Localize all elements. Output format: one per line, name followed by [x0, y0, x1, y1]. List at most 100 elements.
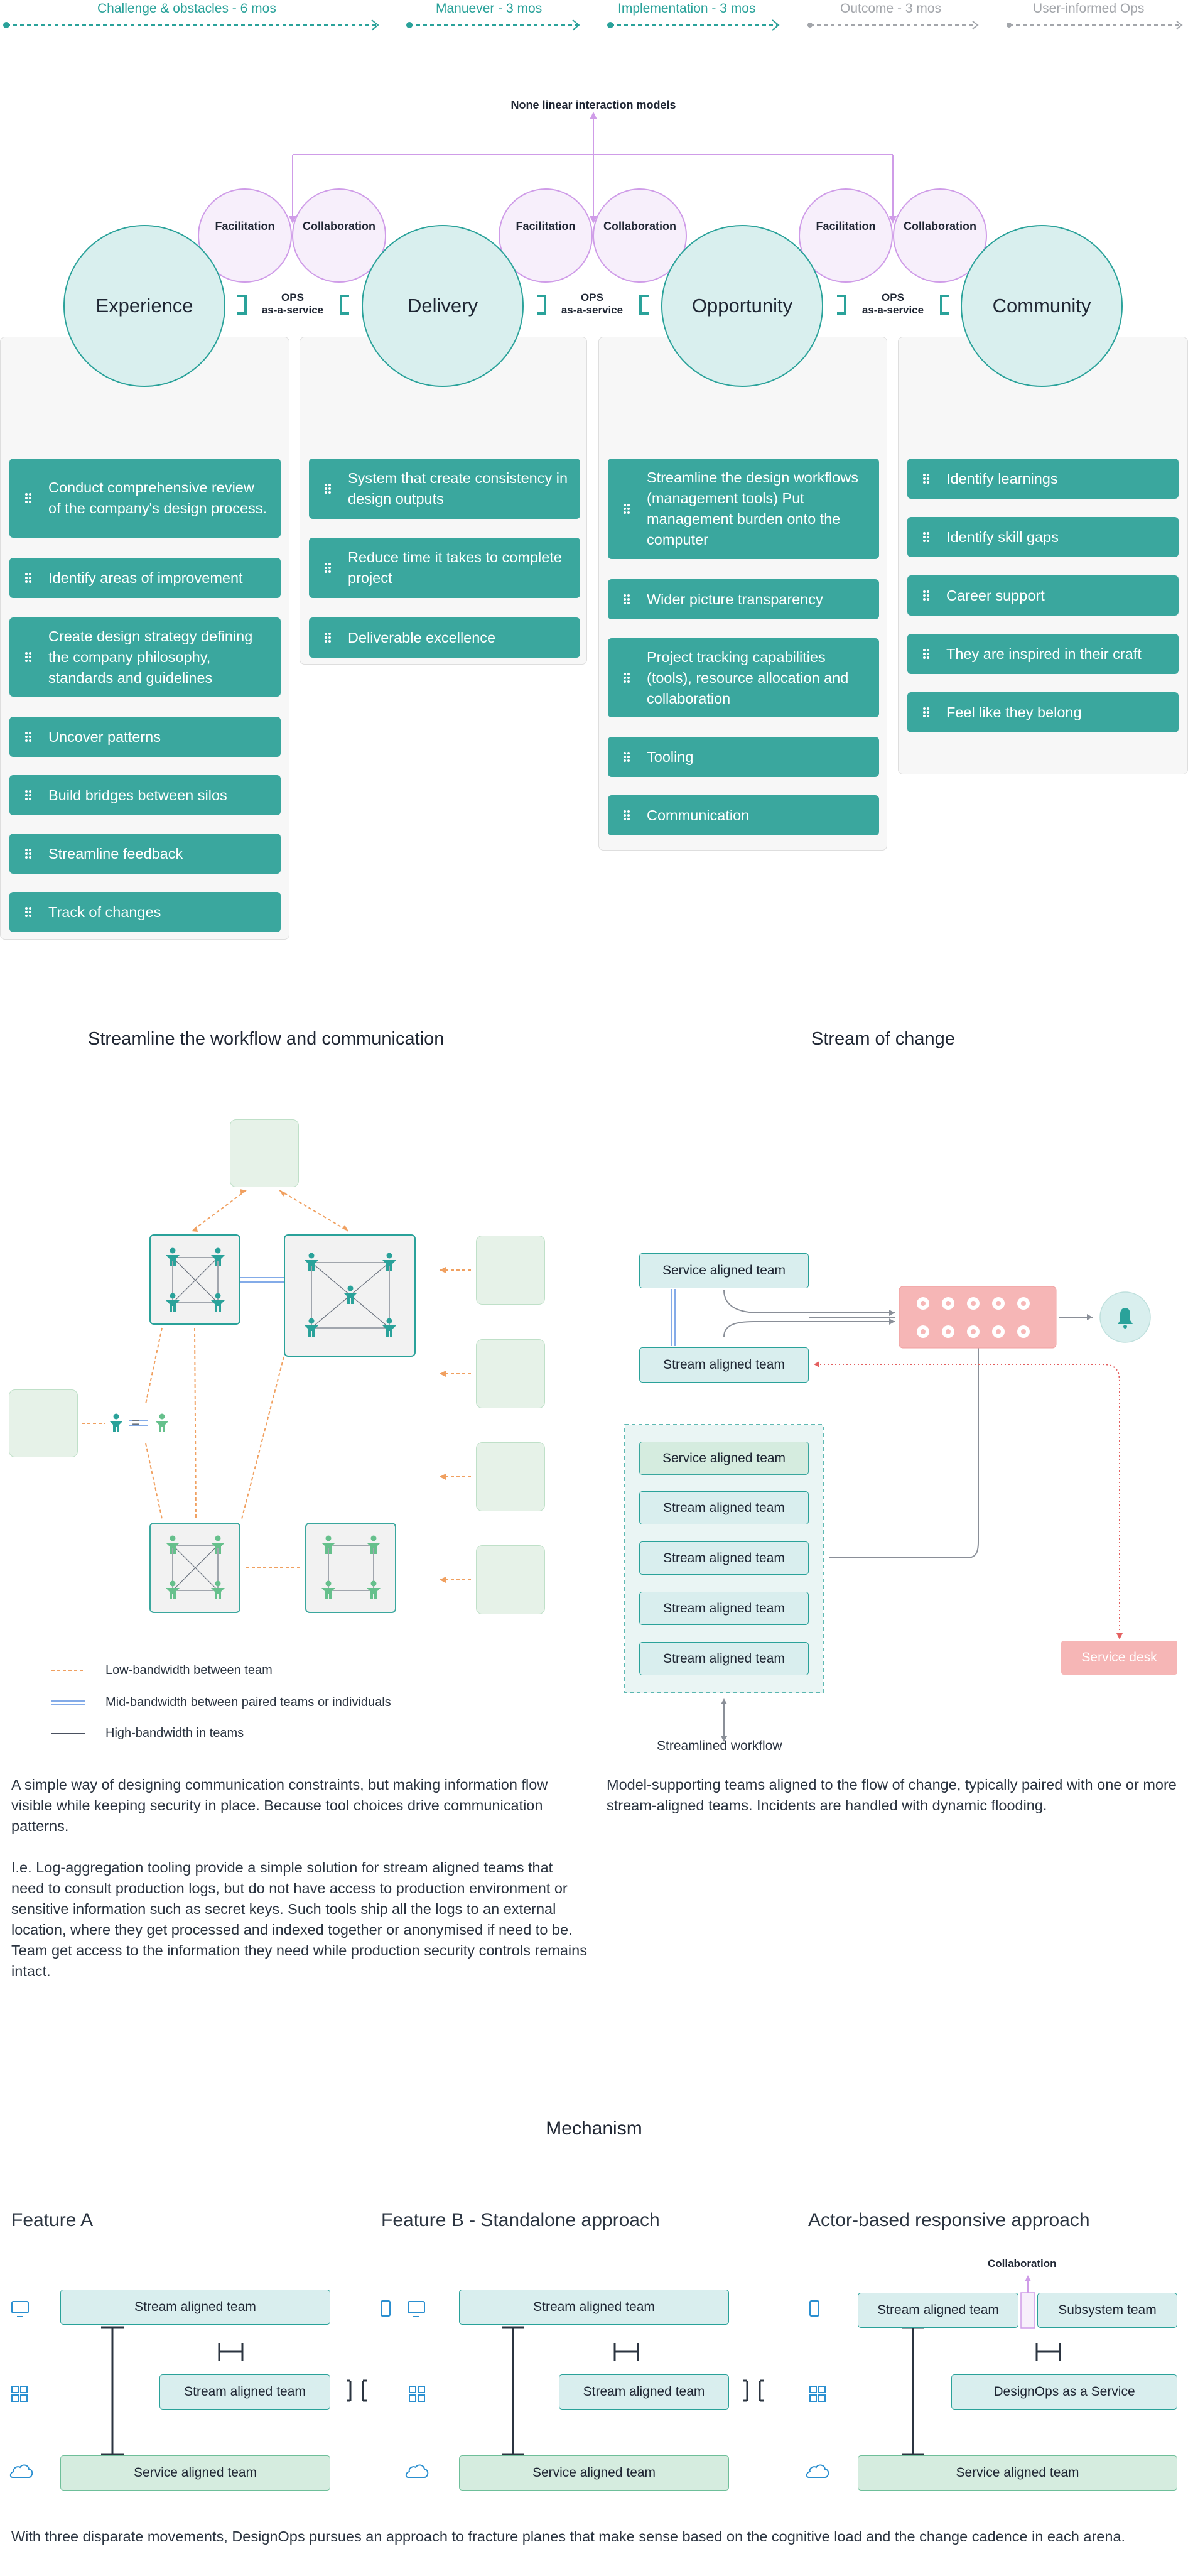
external-box-2 — [476, 1339, 545, 1408]
drag-handle-icon[interactable] — [623, 751, 630, 763]
timeline-arrows — [3, 19, 1183, 31]
service-desk-box: Service desk — [1061, 1641, 1177, 1675]
pillar-delivery: Delivery — [362, 225, 524, 387]
actor-top-team: Stream aligned team — [858, 2293, 1018, 2328]
drag-handle-icon[interactable] — [623, 810, 630, 821]
opportunity-card-1[interactable]: Streamline the design workflows (managem… — [608, 459, 879, 559]
collaboration-ring-1: Collaboration — [292, 188, 386, 283]
opportunity-card-3[interactable]: Project tracking capabilities (tools), r… — [608, 638, 879, 717]
drag-handle-icon[interactable] — [922, 531, 930, 543]
drag-handle-icon[interactable] — [24, 906, 32, 918]
stream-description: Model-supporting teams aligned to the fl… — [607, 1776, 1177, 1813]
timeline-phase-1: Challenge & obstacles - 6 mos — [97, 1, 276, 16]
actor-designops-service: DesignOps as a Service — [951, 2374, 1177, 2410]
ops-bracket-right-1 — [237, 295, 247, 315]
experience-card-4[interactable]: Uncover patterns — [9, 717, 281, 757]
mechanism-footer: With three disparate movements, DesignOp… — [11, 2528, 1126, 2545]
pillar-community: Community — [961, 225, 1123, 387]
collaboration-label: Collaboration — [988, 2258, 1057, 2269]
delivery-card-1[interactable]: System that create consistency in design… — [309, 459, 580, 519]
delivery-card-3[interactable]: Deliverable excellence — [309, 617, 580, 658]
timeline-phase-4: Outcome - 3 mos — [840, 1, 942, 16]
drag-handle-icon[interactable] — [922, 707, 930, 718]
feature-a-top-team: Stream aligned team — [60, 2290, 330, 2325]
feature-a-middle-team: Stream aligned team — [159, 2374, 330, 2410]
drag-handle-icon[interactable] — [922, 473, 930, 484]
drag-handle-icon[interactable] — [24, 651, 32, 663]
experience-card-5[interactable]: Build bridges between silos — [9, 775, 281, 815]
drag-handle-icon[interactable] — [24, 492, 32, 504]
legend-low-bandwidth: Low-bandwidth between team — [105, 1663, 273, 1677]
drag-handle-icon[interactable] — [623, 672, 630, 683]
workflow-description: A simple way of designing communication … — [11, 1776, 587, 1979]
timeline-phase-5: User-informed Ops — [1033, 1, 1145, 16]
drag-handle-icon[interactable] — [922, 590, 930, 601]
mechanism-title: Mechanism — [546, 2118, 642, 2139]
delivery-card-2[interactable]: Reduce time it takes to complete project — [309, 538, 580, 598]
actor-approach-title: Actor-based responsive approach — [808, 2210, 1090, 2231]
community-card-3[interactable]: Career support — [907, 575, 1179, 616]
pillar-opportunity: Opportunity — [661, 225, 823, 387]
interaction-model-connectors — [289, 112, 897, 224]
community-card-1[interactable]: Identify learnings — [907, 459, 1179, 499]
drag-handle-icon[interactable] — [24, 731, 32, 742]
external-box-left — [9, 1389, 78, 1457]
external-box-4 — [476, 1545, 545, 1614]
feature-b-bottom-team: Service aligned team — [459, 2455, 729, 2491]
experience-card-1[interactable]: Conduct comprehensive review of the comp… — [9, 459, 281, 538]
collaboration-ring-3: Collaboration — [893, 188, 987, 283]
equals-icon: = — [132, 1415, 140, 1430]
experience-card-2[interactable]: Identify areas of improvement — [9, 558, 281, 598]
drag-handle-icon[interactable] — [24, 790, 32, 801]
service-aligned-team-box: Service aligned team — [639, 1253, 809, 1288]
group-team-5: Stream aligned team — [639, 1642, 809, 1675]
external-box-top — [230, 1119, 299, 1187]
drag-handle-icon[interactable] — [24, 572, 32, 584]
drag-handle-icon[interactable] — [324, 483, 332, 494]
ops-bracket-right-3 — [837, 295, 846, 315]
drag-handle-icon[interactable] — [623, 503, 630, 514]
opportunity-card-4[interactable]: Tooling — [608, 737, 879, 777]
legend-mid-bandwidth: Mid-bandwidth between paired teams or in… — [105, 1695, 391, 1709]
group-team-2: Stream aligned team — [639, 1491, 809, 1524]
actor-bottom-team: Service aligned team — [858, 2455, 1177, 2491]
streamlined-workflow-label: Streamlined workflow — [657, 1739, 782, 1753]
group-team-1: Service aligned team — [639, 1442, 809, 1475]
opportunity-card-2[interactable]: Wider picture transparency — [608, 579, 879, 619]
experience-card-3[interactable]: Create design strategy defining the comp… — [9, 617, 281, 697]
feature-b-title: Feature B - Standalone approach — [381, 2210, 660, 2231]
timeline-phase-3: Implementation - 3 mos — [618, 1, 756, 16]
experience-card-6[interactable]: Streamline feedback — [9, 834, 281, 874]
workflow-title: Streamline the workflow and communicatio… — [88, 1029, 445, 1049]
experience-card-7[interactable]: Track of changes — [9, 892, 281, 932]
community-card-2[interactable]: Identify skill gaps — [907, 517, 1179, 557]
stream-title: Stream of change — [811, 1029, 955, 1049]
group-team-4: Stream aligned team — [639, 1592, 809, 1625]
timeline-phase-2: Manuever - 3 mos — [436, 1, 543, 16]
opportunity-card-5[interactable]: Communication — [608, 795, 879, 835]
facilitation-ring-3: Facilitation — [799, 188, 893, 283]
pillar-experience: Experience — [63, 225, 225, 387]
legend-high-bandwidth: High-bandwidth in teams — [105, 1726, 244, 1740]
drag-handle-icon[interactable] — [24, 848, 32, 859]
community-card-5[interactable]: Feel like they belong — [907, 692, 1179, 732]
drag-handle-icon[interactable] — [922, 648, 930, 660]
ops-bracket-left-2 — [639, 295, 649, 315]
drag-handle-icon[interactable] — [623, 594, 630, 605]
ops-bracket-left-3 — [940, 295, 949, 315]
group-team-3: Stream aligned team — [639, 1541, 809, 1575]
facilitation-ring-2: Facilitation — [499, 188, 593, 283]
drag-handle-icon[interactable] — [324, 632, 332, 643]
stream-aligned-team-box: Stream aligned team — [639, 1347, 809, 1383]
feature-b-middle-team: Stream aligned team — [559, 2374, 729, 2410]
feature-b-top-team: Stream aligned team — [459, 2290, 729, 2325]
drag-handle-icon[interactable] — [324, 562, 332, 573]
feature-a-title: Feature A — [11, 2210, 94, 2231]
feature-a-bottom-team: Service aligned team — [60, 2455, 330, 2491]
community-card-4[interactable]: They are inspired in their craft — [907, 634, 1179, 674]
external-box-3 — [476, 1442, 545, 1511]
